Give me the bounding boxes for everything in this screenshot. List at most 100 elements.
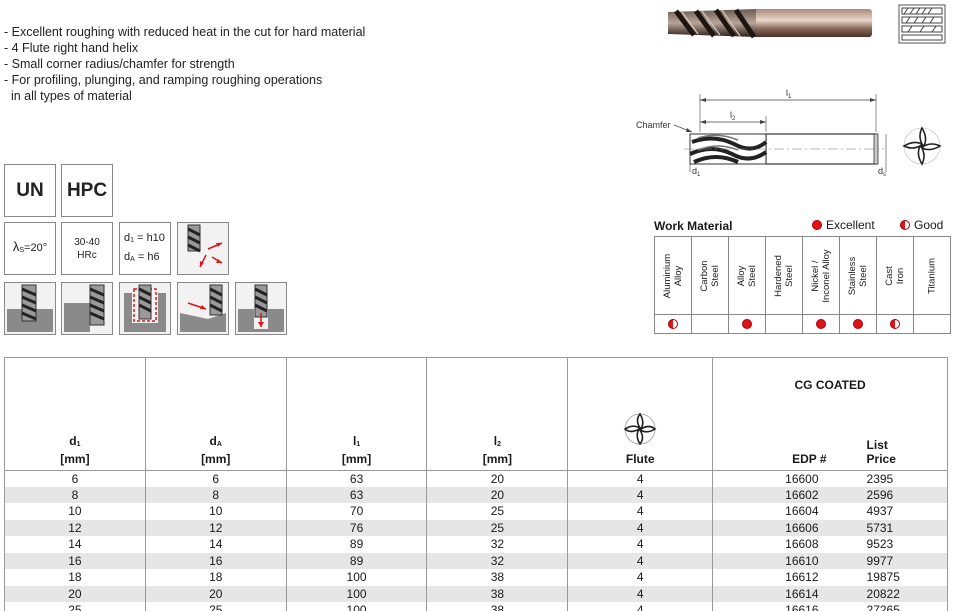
plunging-icon bbox=[235, 282, 287, 335]
good-dot-icon bbox=[890, 318, 900, 329]
col-d1-header: d1 [mm] bbox=[4, 357, 146, 471]
ds-label: ds bbox=[878, 166, 886, 178]
col-l2-header: l2 [mm] bbox=[426, 357, 569, 471]
material-cell: Nickel / Inconel Alloy bbox=[802, 236, 840, 315]
cell-l1: 63 bbox=[285, 486, 428, 503]
feature-item: - 4 Flute right hand helix bbox=[4, 41, 139, 55]
rating-cell bbox=[913, 314, 951, 334]
cell-l2: 38 bbox=[426, 602, 569, 611]
cell-edp: 16614 bbox=[712, 585, 831, 602]
cell-d1: 25 bbox=[4, 602, 146, 611]
series-badge: HPC bbox=[61, 164, 113, 217]
material-cell: Titanium bbox=[913, 236, 951, 315]
cell-d1: 18 bbox=[4, 569, 146, 586]
cell-price: 9523 bbox=[830, 536, 948, 553]
cell-price: 20822 bbox=[830, 585, 948, 602]
cell-edp: 16616 bbox=[712, 602, 831, 611]
cell-price: 5731 bbox=[830, 519, 948, 536]
rating-cell bbox=[654, 314, 692, 334]
rating-cell bbox=[876, 314, 914, 334]
cell-edp: 16610 bbox=[712, 552, 831, 569]
cutting-direction-icon bbox=[177, 222, 229, 275]
cell-da: 25 bbox=[144, 602, 287, 611]
side-milling-icon bbox=[61, 282, 113, 335]
work-material-table: Aluminium Alloy Carbon Steel Alloy Steel… bbox=[654, 236, 951, 334]
cell-l2: 25 bbox=[426, 519, 569, 536]
excellent-dot-icon bbox=[812, 220, 822, 230]
feature-list: - Excellent roughing with reduced heat i… bbox=[4, 24, 365, 104]
excellent-dot-icon bbox=[853, 318, 863, 329]
material-cell: Stainless Steel bbox=[839, 236, 877, 315]
cell-edp: 16606 bbox=[712, 519, 831, 536]
hardness-unit: HRc bbox=[77, 249, 97, 261]
cell-flute: 4 bbox=[567, 569, 714, 586]
cell-flute: 4 bbox=[567, 519, 714, 536]
cell-flute: 4 bbox=[567, 552, 714, 569]
excellent-dot-icon bbox=[742, 318, 752, 329]
cell-edp: 16600 bbox=[712, 470, 831, 487]
cell-l1: 63 bbox=[285, 470, 428, 487]
flute-cross-section-icon bbox=[623, 412, 657, 445]
rating-cell bbox=[839, 314, 877, 334]
cell-l1: 76 bbox=[285, 519, 428, 536]
feature-item: - Small corner radius/chamfer for streng… bbox=[4, 57, 235, 71]
chamfer-label: Chamfer bbox=[636, 120, 671, 130]
material-cell: Aluminium Alloy bbox=[654, 236, 692, 315]
cell-price: 9977 bbox=[830, 552, 948, 569]
material-cell: Carbon Steel bbox=[691, 236, 729, 315]
cell-l2: 38 bbox=[426, 569, 569, 586]
ramping-icon bbox=[177, 282, 229, 335]
cell-d1: 20 bbox=[4, 585, 146, 602]
tolerance-badge: d1 = h10 dA = h6 bbox=[119, 222, 171, 275]
cell-l1: 89 bbox=[285, 552, 428, 569]
cell-l2: 32 bbox=[426, 536, 569, 553]
material-cell: Cast Iron bbox=[876, 236, 914, 315]
col-coating-header: CG COATED bbox=[712, 357, 948, 438]
cell-da: 16 bbox=[144, 552, 287, 569]
cell-l2: 20 bbox=[426, 486, 569, 503]
cell-da: 6 bbox=[144, 470, 287, 487]
cell-l2: 20 bbox=[426, 470, 569, 487]
end-mill-technical-drawing: l1 l2 d1 ds Chamfer bbox=[636, 88, 942, 178]
feature-item: - For profiling, plunging, and ramping r… bbox=[4, 73, 323, 87]
cell-flute: 4 bbox=[567, 585, 714, 602]
cell-da: 20 bbox=[144, 585, 287, 602]
cell-da: 10 bbox=[144, 503, 287, 520]
cell-edp: 16608 bbox=[712, 536, 831, 553]
legend-good: Good bbox=[900, 218, 943, 232]
work-material-names: Aluminium Alloy Carbon Steel Alloy Steel… bbox=[654, 236, 951, 315]
cell-edp: 16604 bbox=[712, 503, 831, 520]
cell-flute: 4 bbox=[567, 486, 714, 503]
hardness-badge: 30-40 HRc bbox=[61, 222, 113, 275]
cell-flute: 4 bbox=[567, 470, 714, 487]
material-cell: Hardened Steel bbox=[765, 236, 803, 315]
rating-cell bbox=[728, 314, 766, 334]
cell-flute: 4 bbox=[567, 536, 714, 553]
d1-label: d1 bbox=[692, 166, 701, 178]
slotting-icon bbox=[4, 282, 56, 335]
cell-l1: 100 bbox=[285, 602, 428, 611]
cell-edp: 16612 bbox=[712, 569, 831, 586]
cell-l1: 70 bbox=[285, 503, 428, 520]
cell-price: 2395 bbox=[830, 470, 948, 487]
end-mill-photo bbox=[668, 8, 872, 39]
cell-d1: 16 bbox=[4, 552, 146, 569]
helix-angle-badge: λS=20° bbox=[4, 222, 56, 275]
product-table: d1 [mm] dA [mm] l1 [mm] l2 [mm] bbox=[4, 357, 948, 611]
pocket-icon bbox=[119, 282, 171, 335]
work-material-title: Work Material bbox=[654, 219, 733, 233]
cell-price: 2596 bbox=[830, 486, 948, 503]
type-label: UN bbox=[16, 179, 44, 201]
legend-excellent: Excellent bbox=[812, 218, 875, 232]
material-cell: Alloy Steel bbox=[728, 236, 766, 315]
coating-layers-icon bbox=[898, 4, 946, 44]
rating-cell bbox=[765, 314, 803, 334]
feature-item: in all types of material bbox=[4, 89, 132, 103]
rating-cell bbox=[802, 314, 840, 334]
cell-da: 18 bbox=[144, 569, 287, 586]
cell-d1: 10 bbox=[4, 503, 146, 520]
